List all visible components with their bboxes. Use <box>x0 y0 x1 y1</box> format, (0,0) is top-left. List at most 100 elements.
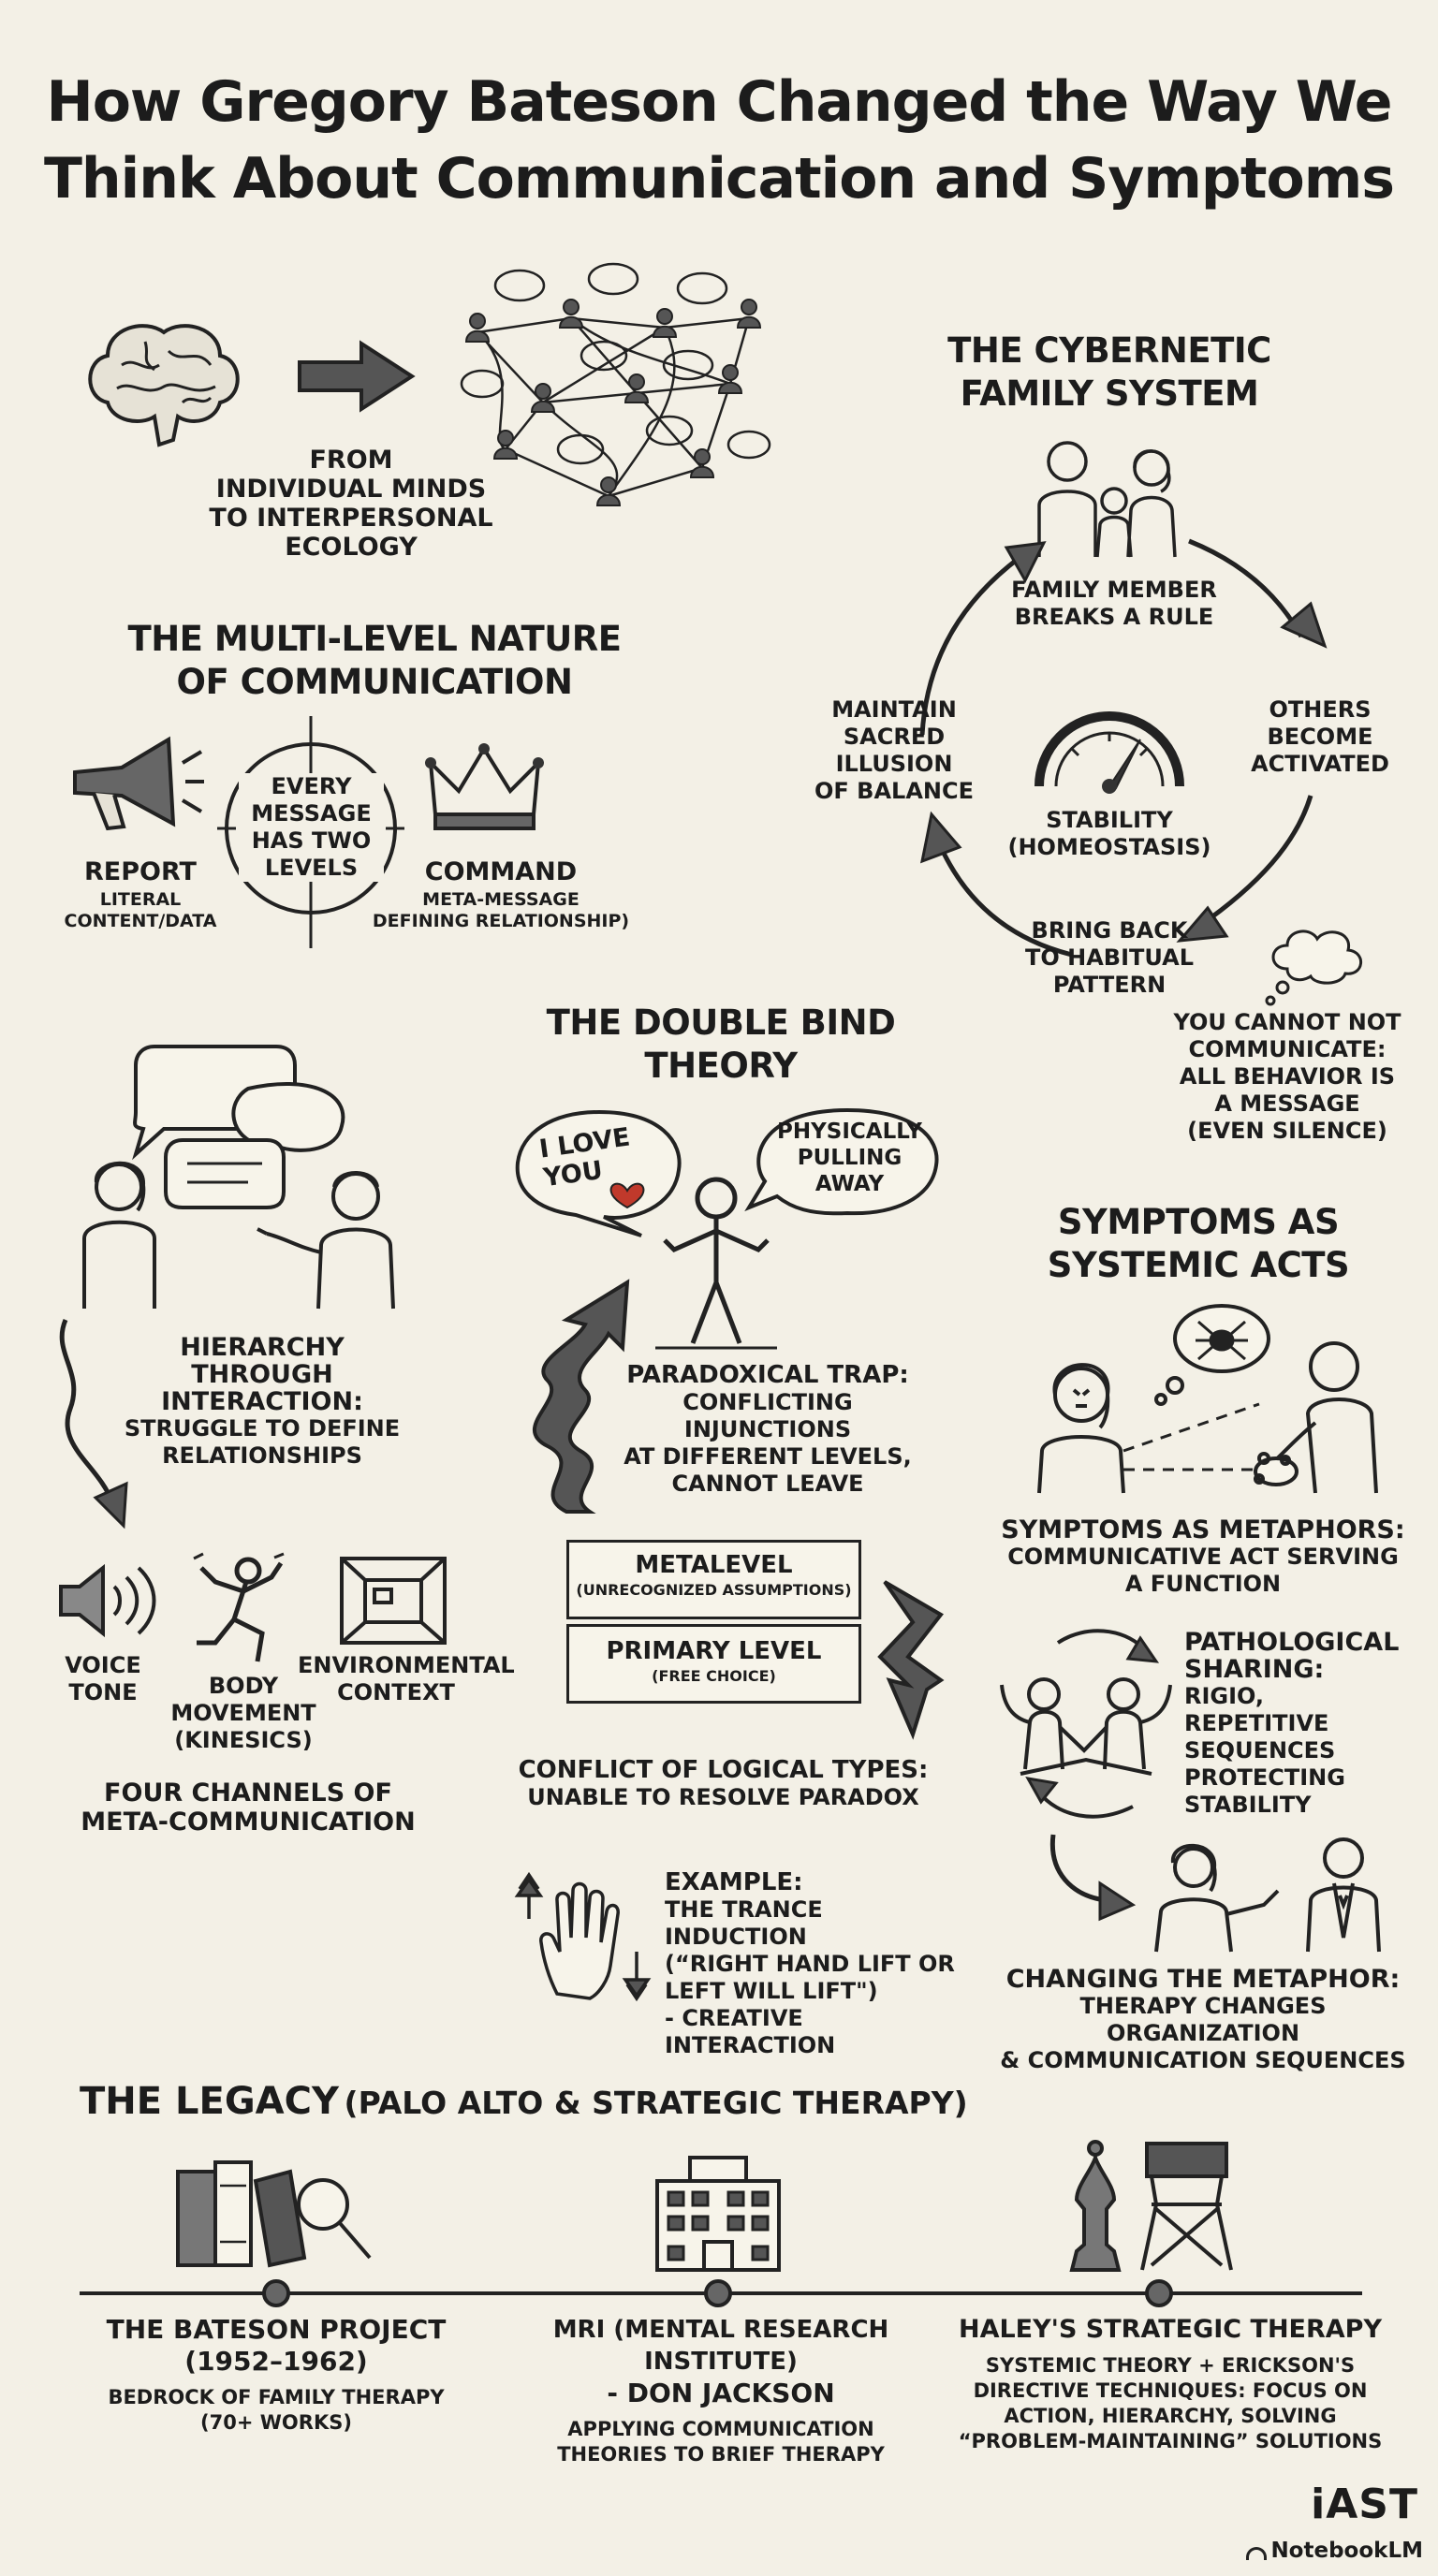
environmental-context-label: ENVIRONMENTAL CONTEXT <box>298 1652 515 1706</box>
report-sub-line-2: CONTENT/DATA <box>64 911 217 931</box>
double-bind-heading-2: THEORY <box>644 1046 798 1086</box>
cycle-right-line-3: ACTIVATED <box>1251 751 1389 777</box>
bateson-project: THE BATESON PROJECT (1952–1962) BEDROCK … <box>89 2314 463 2436</box>
haley-sub-1: SYSTEMIC THEORY + ERICKSON'S <box>985 2354 1356 2377</box>
example-line-5: - CREATIVE INTERACTION <box>665 2005 836 2058</box>
bateson-title-2: (1952–1962) <box>184 2346 368 2377</box>
command-label: COMMAND <box>424 857 578 886</box>
trap-line-4: CANNOT LEAVE <box>671 1471 864 1497</box>
patho-line-4: SEQUENCES <box>1184 1737 1336 1764</box>
report-sub: LITERAL CONTENT/DATA <box>37 889 243 932</box>
cannot-not-line-1: YOU CANNOT NOT <box>1173 1009 1401 1035</box>
cycle-bottom-line-3: PATTERN <box>1052 972 1167 998</box>
title-line-1: How Gregory Bateson Changed the Way We <box>46 69 1392 135</box>
chess-director-chair-icon <box>1058 2134 1245 2275</box>
body-movement-label: BODY MOVEMENT (KINESICS) <box>169 1673 318 1754</box>
cycle-top-line-1: FAMILY MEMBER <box>1011 577 1217 603</box>
cycle-bottom-line-2: TO HABITUAL <box>1025 944 1194 971</box>
cycle-center-label: STABILITY (HOMEOSTASIS) <box>997 807 1222 861</box>
command-sub-line-1: META-MESSAGE <box>422 889 580 910</box>
cycle-right-label: OTHERS BECOME ACTIVATED <box>1245 696 1395 778</box>
brand-logo: iAST <box>1311 2481 1418 2528</box>
bateson-title-1: THE BATESON PROJECT <box>106 2314 447 2345</box>
cannot-not-line-3: ALL BEHAVIOR IS <box>1179 1063 1396 1090</box>
cycle-top-line-2: BREAKS A RULE <box>1014 604 1214 630</box>
symptoms-heading-2: SYSTEMIC ACTS <box>1047 1245 1350 1285</box>
speech-bubble-away-icon <box>744 1105 946 1226</box>
cycle-arrows-icon <box>885 524 1343 973</box>
spider-phobia-icon <box>1034 1301 1390 1498</box>
example-line-2: THE TRANCE INDUCTION <box>665 1896 823 1950</box>
body-line-2: MOVEMENT <box>170 1700 316 1726</box>
away-line-1: PHYSICALLY <box>777 1120 922 1144</box>
ecology-line-1: FROM <box>309 446 393 475</box>
hand-up-down-icon <box>515 1872 655 2003</box>
away-line-3: AWAY <box>814 1172 885 1196</box>
trance-example-label: EXAMPLE: THE TRANCE INDUCTION (“RIGHT HA… <box>665 1869 955 2059</box>
double-bind-heading-1: THE DOUBLE BIND <box>546 1003 896 1043</box>
env-line-1: ENVIRONMENTAL <box>298 1652 515 1678</box>
legacy-heading-paren: (PALO ALTO & STRATEGIC THERAPY) <box>344 2085 968 2121</box>
timeline-line <box>80 2275 1362 2312</box>
metalevel-box: METALEVEL (UNRECOGNIZED ASSUMPTIONS) <box>566 1540 861 1619</box>
wavy-arrow-down-icon <box>47 1315 140 1530</box>
cycle-top-label: FAMILY MEMBER BREAKS A RULE <box>1002 577 1226 631</box>
two-levels-line-2: MESSAGE <box>251 800 372 827</box>
change-line-2: THERAPY CHANGES ORGANIZATION <box>1079 1993 1327 2046</box>
haley-sub-4: “PROBLEM-MAINTAINING” SOLUTIONS <box>958 2430 1383 2452</box>
primary-level-sub: (FREE CHOICE) <box>652 1667 776 1685</box>
bateson-sub-2: (70+ WORKS) <box>200 2411 352 2434</box>
patho-line-5: PROTECTING <box>1184 1764 1345 1791</box>
cycle-right-line-1: OTHERS <box>1269 696 1372 723</box>
report-label: REPORT <box>84 857 197 886</box>
multi-level-heading: THE MULTI-LEVEL NATURE OF COMMUNICATION <box>56 618 693 704</box>
haley-sub-2: DIRECTIVE TECHNIQUES: FOCUS ON <box>973 2379 1368 2402</box>
symptoms-metaphors-label: SYMPTOMS AS METAPHORS: COMMUNICATIVE ACT… <box>992 1516 1414 1598</box>
metalevel-title: METALEVEL <box>635 1551 793 1579</box>
env-line-2: CONTEXT <box>337 1679 455 1705</box>
patho-line-2: SHARING: <box>1184 1655 1325 1684</box>
cycle-left-line-1: MAINTAIN <box>831 696 957 723</box>
cannot-not-communicate-label: YOU CANNOT NOT COMMUNICATE: ALL BEHAVIOR… <box>1166 1009 1409 1145</box>
individual-to-ecology-label: FROM INDIVIDUAL MINDS TO INTERPERSONAL E… <box>201 446 501 562</box>
voice-tone-label: VOICE TONE <box>47 1652 159 1706</box>
example-line-3: (“RIGHT HAND LIFT OR <box>665 1951 955 1977</box>
primary-level-box: PRIMARY LEVEL (FREE CHOICE) <box>566 1624 861 1704</box>
multi-level-heading-1: THE MULTI-LEVEL NATURE <box>127 619 622 659</box>
cycle-bottom-label: BRING BACK TO HABITUAL PATTERN <box>1016 917 1203 999</box>
two-levels-line-4: LEVELS <box>264 855 359 881</box>
cycle-center-line-2: (HOMEOSTASIS) <box>1007 834 1211 860</box>
away-line-2: PULLING <box>797 1146 902 1170</box>
cycle-right-line-2: BECOME <box>1267 724 1373 750</box>
ecology-line-2: INDIVIDUAL MINDS <box>215 475 487 504</box>
changing-metaphor-label: CHANGING THE METAPHOR: THERAPY CHANGES O… <box>992 1966 1414 2074</box>
cannot-not-line-4: A MESSAGE <box>1214 1090 1360 1117</box>
change-line-3: & COMMUNICATION SEQUENCES <box>1000 2047 1406 2073</box>
cycle-left-line-3: OF BALANCE <box>814 778 974 804</box>
symptoms-heading: SYMPTOMS AS SYSTEMIC ACTS <box>1030 1201 1367 1287</box>
body-line-3: (KINESICS) <box>174 1727 313 1753</box>
hierarchy-line-4: RELATIONSHIPS <box>162 1442 362 1469</box>
hierarchy-line-3: STRUGGLE TO DEFINE <box>124 1415 401 1442</box>
thought-cloud-icon <box>1259 922 1372 1006</box>
away-bubble-text: PHYSICALLY PULLING AWAY <box>768 1119 932 1197</box>
trap-line-2: CONFLICTING INJUNCTIONS <box>682 1389 853 1442</box>
gauge-icon <box>1030 683 1189 794</box>
cybernetic-heading-1: THE CYBERNETIC <box>947 330 1271 371</box>
lightning-arrow-icon <box>875 1577 950 1736</box>
metalevel-sub: (UNRECOGNIZED ASSUMPTIONS) <box>576 1581 852 1599</box>
metaphor-line-2: COMMUNICATIVE ACT SERVING <box>1007 1544 1399 1570</box>
stick-figure-icon <box>646 1175 786 1353</box>
example-line-1: EXAMPLE: <box>665 1868 803 1896</box>
haley-item: HALEY'S STRATEGIC THERAPY SYSTEMIC THEOR… <box>950 2314 1390 2454</box>
four-channels-caption: FOUR CHANNELS OF META-COMMUNICATION <box>51 1778 445 1837</box>
room-context-icon <box>337 1554 449 1647</box>
therapy-session-icon <box>1044 1825 1390 1952</box>
arrow-right-icon <box>298 342 415 412</box>
two-levels-line-3: HAS TWO <box>251 827 372 854</box>
cybernetic-heading-2: FAMILY SYSTEM <box>960 373 1259 414</box>
notebooklm-badge: NotebookLM <box>1245 2539 1423 2563</box>
mri-item: MRI (MENTAL RESEARCH INSTITUTE) - DON JA… <box>492 2314 950 2467</box>
patho-line-3: RIGIO, REPETITIVE <box>1184 1683 1329 1736</box>
body-line-1: BODY <box>208 1673 279 1699</box>
